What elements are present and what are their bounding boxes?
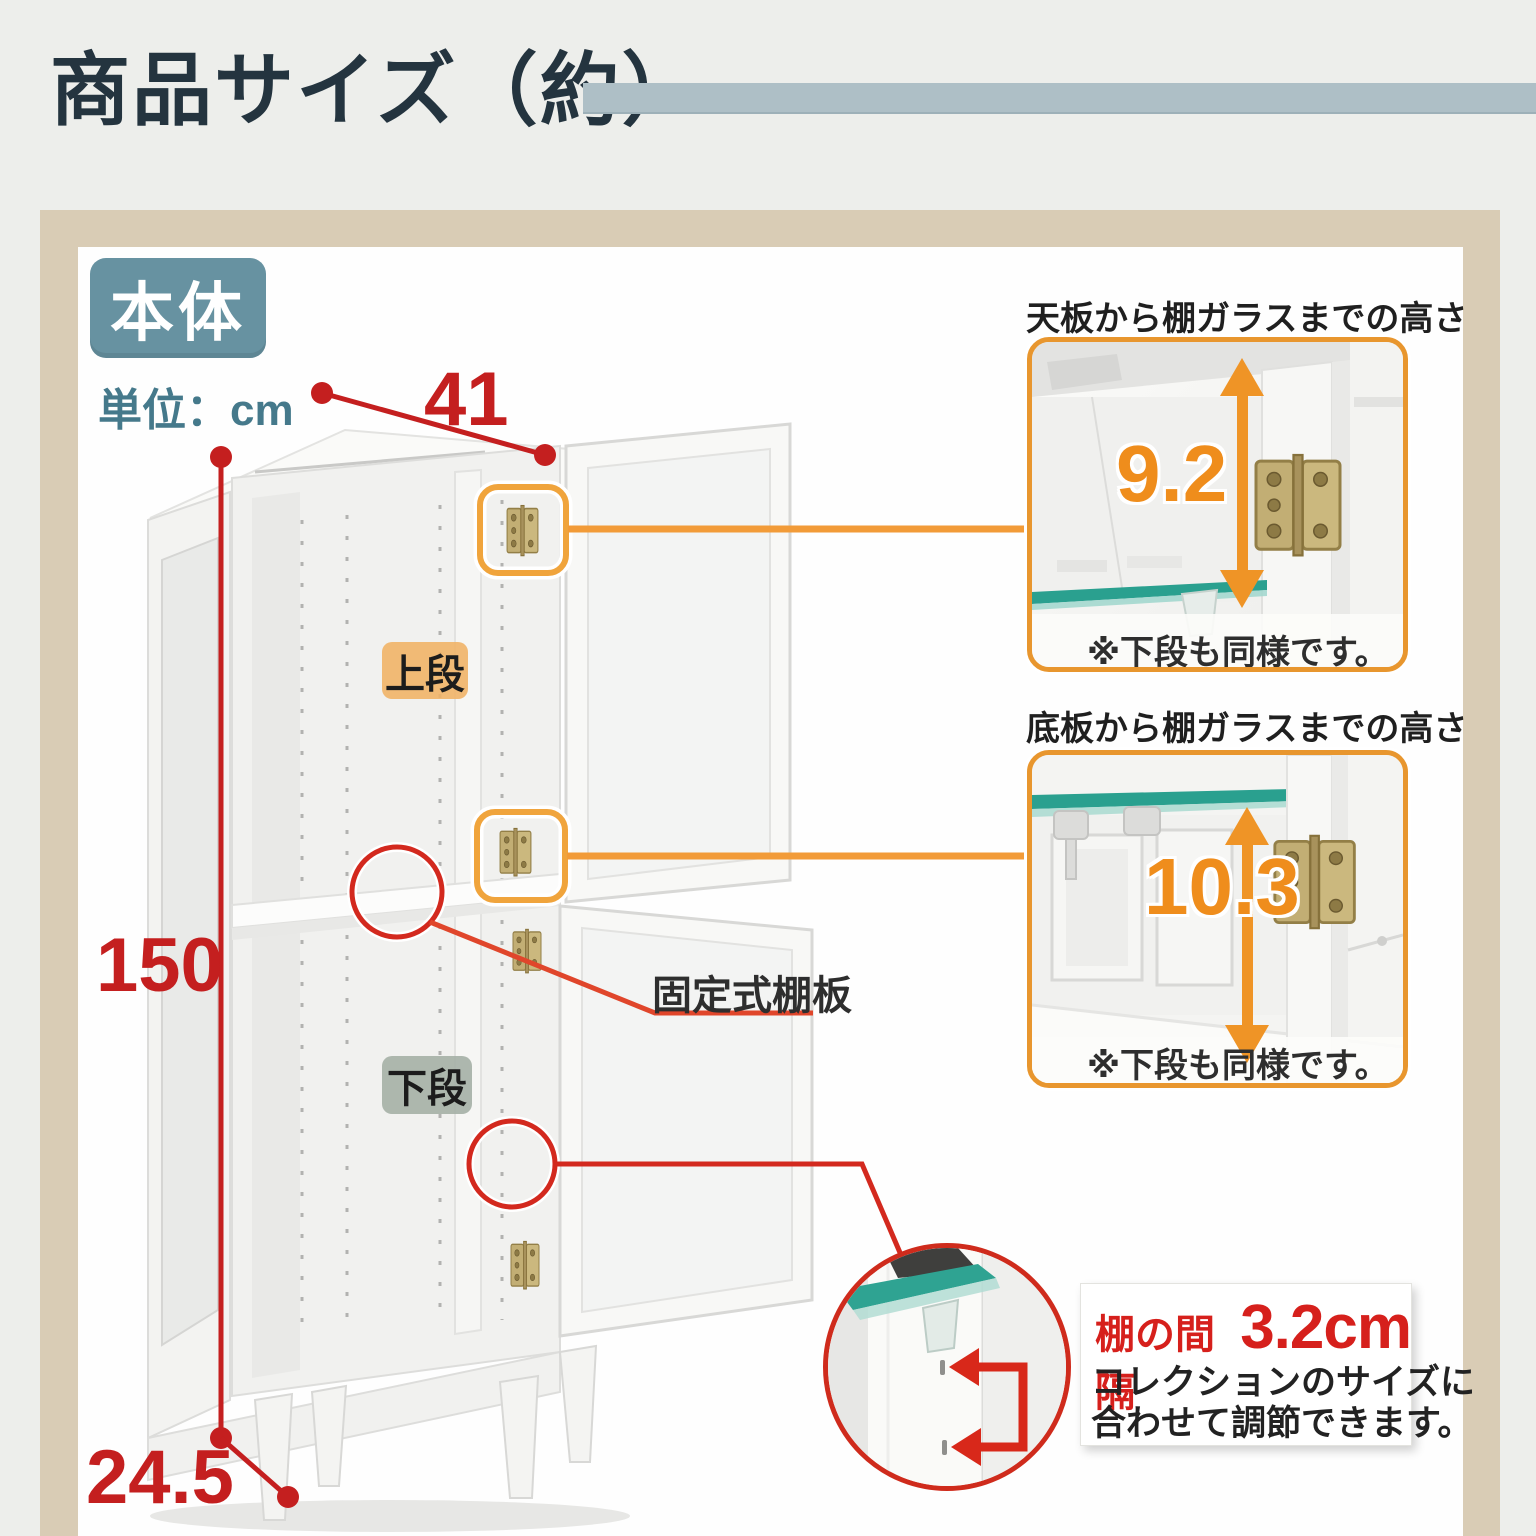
inset-bottom-note: ※下段も同様です。	[1087, 1047, 1389, 1085]
hinge-icon	[510, 1240, 540, 1290]
shelf-pitch-arrows	[949, 1348, 1028, 1466]
callout-line-fixed-shelf	[429, 919, 813, 1016]
inset-top-value: 9.2	[1116, 429, 1228, 518]
shelf-support	[921, 1298, 960, 1354]
hinge-icon	[499, 827, 532, 877]
magnifier-detail	[828, 1248, 1066, 1486]
measure-arrow-icon	[1220, 358, 1264, 608]
glass-shelf	[1032, 580, 1267, 604]
inset-top-detail	[1032, 342, 1403, 667]
callout-line-magnifier	[556, 1161, 907, 1263]
shelf-spacing-value: 3.2cm	[1240, 1293, 1412, 1362]
inset-top-note: ※下段も同様です。	[1087, 634, 1389, 672]
callout-circle-fixed-shelf	[347, 842, 813, 1016]
cabinet-legs	[253, 1344, 598, 1521]
shelf-pin-hole-columns	[300, 500, 504, 1330]
cabinet-body	[147, 428, 644, 1482]
body-badge: 本体	[90, 258, 266, 358]
shelf-spacing-label: 棚の間隔	[1095, 1313, 1215, 1415]
dimension-depth-value: 24.5	[86, 1435, 234, 1520]
hinge-icon	[1254, 453, 1342, 557]
magnifier-circle	[823, 1243, 1071, 1491]
dimension-height-value: 150	[96, 923, 223, 1008]
shelf-pin-hole	[942, 1440, 947, 1455]
unit-label: 単位：cm	[98, 386, 294, 435]
inset-bottom-photo: 10.3 ※下段も同様です。	[1027, 750, 1408, 1088]
inset-top-photo: 9.2 ※下段も同様です。	[1027, 337, 1408, 672]
glass-shelf	[838, 1264, 996, 1310]
inset-bottom-detail	[1032, 755, 1403, 1083]
measure-arrow-icon	[1225, 807, 1269, 1063]
shelf-spacing-desc-line2: 合わせて調節できます。	[1091, 1404, 1473, 1444]
title-accent-bar	[583, 83, 1536, 114]
inset-bottom-title: 底板から棚ガラスまでの高さ	[1026, 710, 1468, 748]
shelf-clips	[1053, 806, 1161, 880]
dimension-line-width	[311, 382, 556, 466]
inset-top-title: 天板から棚ガラスまでの高さ	[1026, 300, 1468, 338]
fixed-shelf-label: 固定式棚板	[652, 974, 852, 1018]
dimension-width-value: 41	[424, 357, 509, 442]
inset-bottom-value: 10.3	[1144, 842, 1300, 931]
callout-circle-shelf-holes	[464, 1116, 907, 1263]
cabinet-upper-door	[564, 422, 792, 904]
highlight-box-middle-hinge	[470, 805, 1032, 907]
ceiling-light	[1047, 354, 1122, 390]
highlight-box-upper-hinge	[473, 480, 1032, 580]
shelf-spacing-desc-line1: コレクションのサイズに	[1091, 1363, 1475, 1402]
glass-shelf	[1032, 789, 1294, 809]
upper-section-tag: 上段	[382, 642, 468, 699]
shelf-spacing-card: 棚の間隔 3.2cm コレクションのサイズに 合わせて調節できます。	[1080, 1283, 1475, 1446]
dimension-line-depth	[219, 1436, 299, 1508]
shelf-pin-hole	[940, 1360, 945, 1375]
lower-section-tag: 下段	[382, 1056, 472, 1114]
hinge-icon	[506, 504, 539, 557]
